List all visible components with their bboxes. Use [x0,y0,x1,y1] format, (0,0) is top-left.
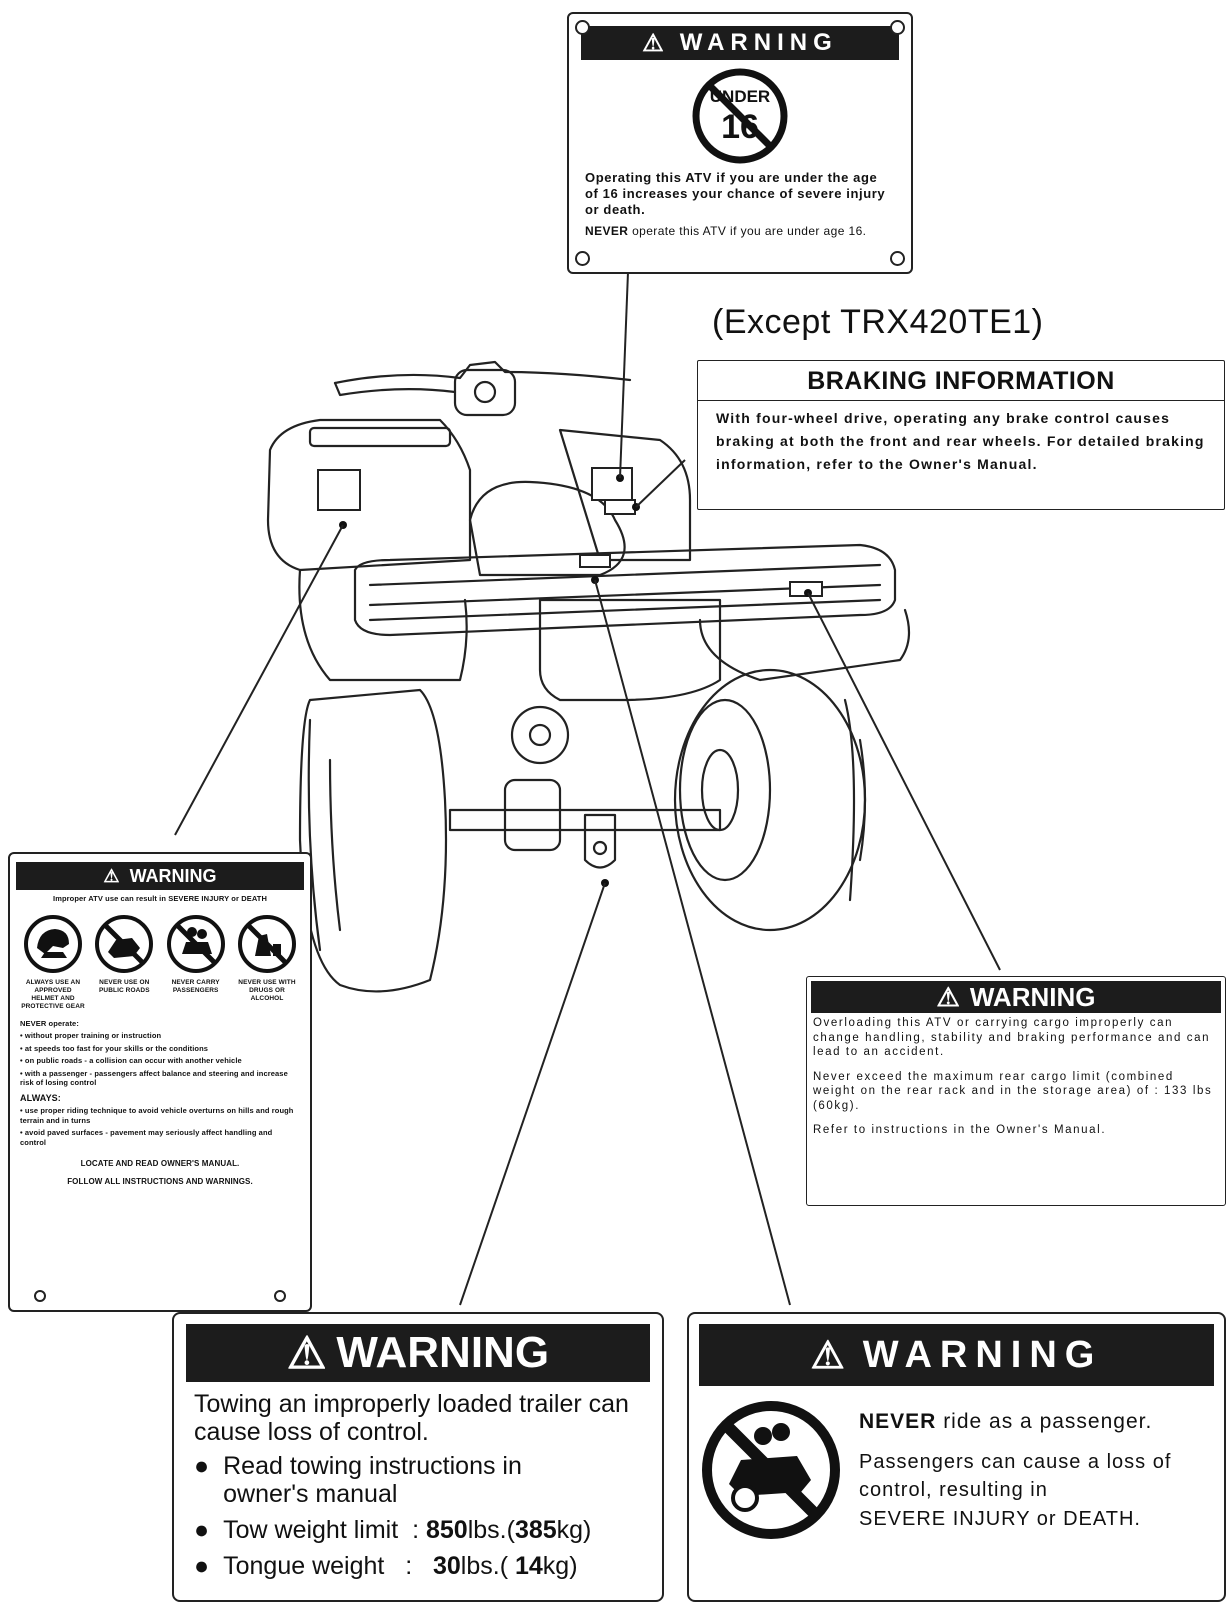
cargo-text-1: Overloading this ATV or carrying cargo i… [813,1017,1211,1058]
cargo-warning-label: ⚠ WARNING Overloading this ATV or carryi… [806,976,1226,1206]
general-icon-row: ALWAYS USE AN APPROVED HELMET AND PROTEC… [20,914,300,1011]
leader-under16 [619,271,629,479]
warning-triangle-icon: ⚠ [103,865,120,886]
towing-bullet-1: Read towing instructions in owner's manu… [188,1452,648,1508]
decal-marker-general [317,469,361,511]
towing-warning-label: ⚠ WARNING Towing an improperly loaded tr… [172,1312,664,1602]
under-16-prohibition-icon: UNDER 16 [692,68,788,164]
passenger-text: NEVER ride as a passenger. Passengers ca… [859,1410,1212,1531]
no-drugs-alcohol-icon [237,914,296,973]
under16-header: ⚠ WARNING [581,26,899,60]
passenger-line-3: SEVERE INJURY or DEATH. [859,1507,1141,1530]
general-header: ⚠ WARNING [16,862,304,890]
general-icon-3: NEVER USE WITH DRUGS OR ALCOHOL [234,914,300,1011]
handlebar [333,360,632,385]
braking-text: With four-wheel drive, operating any bra… [716,410,1205,472]
rear-fender-left [298,568,468,682]
always-item: • use proper riding technique to avoid v… [20,1106,294,1125]
under16-text-1: Operating this ATV if you are under the … [585,170,886,217]
no-public-roads-icon [95,914,154,973]
cargo-header: ⚠ WARNING [811,981,1221,1013]
decal-marker-braking [604,499,636,515]
rear-wheel-left [298,688,448,993]
general-subtitle: Improper ATV use can result in SEVERE IN… [53,894,267,903]
never-item: • on public roads - a collision can occu… [20,1056,242,1065]
passenger-warning-label: ⚠ WARNING NEVER ride as a passenger. Pas… [687,1312,1226,1602]
helmet-icon [24,914,82,973]
leader-general [174,524,344,836]
rear-rack [353,543,897,637]
never-item: • at speeds too fast for your skills or … [20,1043,209,1053]
always-title: ALWAYS: [20,1092,61,1103]
warning-triangle-icon: ⚠ [286,1328,327,1378]
no-passenger-riding-icon [702,1401,840,1539]
passenger-header: ⚠ WARNING [699,1324,1214,1386]
leader-towing [459,882,606,1306]
except-caption: (Except TRX420TE1) [712,303,1044,341]
warning-triangle-icon: ⚠ [810,1334,853,1377]
braking-info-label: BRAKING INFORMATION With four-wheel driv… [697,360,1225,510]
always-item: • avoid paved surfaces - pavement may se… [20,1128,273,1147]
seat [468,480,626,577]
cargo-text-2: Never exceed the maximum rear cargo limi… [813,1070,1213,1112]
towing-intro: Towing an improperly loaded trailer can … [194,1390,629,1446]
never-item: • with a passenger - passengers affect b… [20,1068,288,1088]
warning-triangle-icon: ⚠ [936,981,960,1012]
general-icon-0: ALWAYS USE AN APPROVED HELMET AND PROTEC… [20,914,86,1011]
no-passengers-icon [166,914,225,973]
passenger-line-1: NEVER ride as a passenger. [859,1409,1153,1433]
general-footer-1: LOCATE AND READ OWNER'S MANUAL. [80,1159,240,1168]
towing-bullet-3: Tongue weight : 30lbs.( 14kg) [188,1552,648,1580]
front-fender-left [266,418,472,572]
instrument-cluster [453,368,517,417]
general-icon-2: NEVER CARRY PASSENGERS [163,914,229,1011]
leader-passenger [594,579,791,1306]
rear-fender-right [698,608,911,682]
decal-marker-passenger [579,554,611,568]
general-never-section: NEVER operate: • without proper training… [20,1019,300,1148]
passenger-line-2: Passengers can cause a loss of control, … [859,1450,1172,1501]
towing-header: ⚠ WARNING [186,1324,650,1382]
braking-title: BRAKING INFORMATION [698,367,1224,401]
general-footer-2: FOLLOW ALL INSTRUCTIONS AND WARNINGS. [67,1176,253,1186]
leader-cargo [807,592,1001,971]
cargo-text-3: Refer to instructions in the Owner's Man… [813,1124,1107,1136]
differential [510,705,570,765]
towing-bullet-2: Tow weight limit : 850lbs.(385kg) [188,1516,648,1544]
never-title: NEVER operate: [20,1018,79,1028]
under16-text-2: NEVER operate this ATV if you are under … [585,224,867,238]
never-item: • without proper training or instruction [20,1031,162,1040]
front-fender-right [558,428,692,562]
under16-warning-label: ⚠ WARNING UNDER 16 Operating this ATV if… [567,12,913,274]
rear-storage-box [538,598,722,702]
decal-marker-under16 [591,467,633,501]
tow-hitch [583,813,617,869]
front-rack [308,426,452,448]
warning-triangle-icon: ⚠ [642,29,670,57]
passenger-body: NEVER ride as a passenger. Passengers ca… [701,1400,1212,1540]
general-icon-1: NEVER USE ON PUBLIC ROADS [91,914,157,1011]
leader-braking [635,459,686,508]
general-warning-label: ⚠ WARNING Improper ATV use can result in… [8,852,312,1312]
